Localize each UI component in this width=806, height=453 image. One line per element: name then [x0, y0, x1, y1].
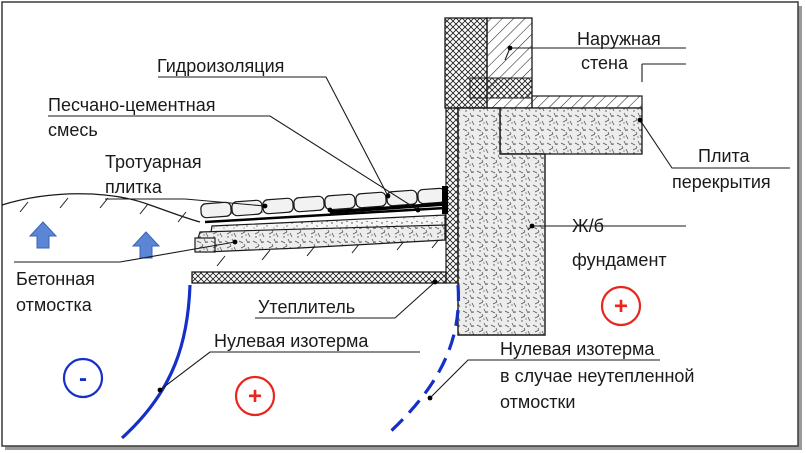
label-blind-area-line1: Бетонная — [16, 269, 95, 289]
ground-hatch-left — [19, 197, 187, 223]
label-waterproofing: Гидроизоляция — [157, 56, 284, 76]
leader-dots — [157, 45, 643, 401]
label-outer-wall-line2: стена — [581, 53, 629, 73]
label-isotherm-uninsulated-line1: Нулевая изотерма — [500, 339, 655, 359]
up-arrow-icon — [28, 221, 58, 249]
label-sand-cement-line2: смесь — [48, 120, 98, 140]
ground-surface-left — [1, 193, 201, 223]
zero-isotherm-curve — [120, 284, 192, 440]
floor-screed — [531, 95, 643, 109]
label-paving-line1: Тротуарная — [105, 152, 202, 172]
label-insulation: Утеплитель — [258, 297, 355, 317]
insulation-board — [191, 271, 447, 284]
plus-sign-text: + — [614, 293, 628, 320]
waterproofing-upturn — [442, 186, 448, 214]
label-zero-isotherm: Нулевая изотерма — [214, 331, 369, 351]
label-blind-area-line2: отмостка — [16, 295, 93, 315]
zero-isotherm-uninsulated-curve — [388, 284, 461, 434]
plus-sign-text: + — [248, 383, 262, 410]
curb-stone — [194, 237, 216, 253]
label-slab-line2: перекрытия — [672, 172, 771, 192]
label-isotherm-uninsulated-line2: в случае неутепленной — [500, 366, 694, 386]
plus-temperature-sign-left: + — [234, 375, 276, 417]
label-foundation-line2: фундамент — [572, 250, 667, 270]
ground-hatch-under — [216, 237, 441, 267]
paving-tiles — [200, 187, 446, 219]
waterproofing-layer-low — [204, 206, 446, 224]
waterproofing-layer — [329, 202, 446, 214]
wall-lintel — [469, 77, 533, 99]
label-paving-line2: плитка — [105, 177, 163, 197]
plus-temperature-sign-right: + — [600, 285, 642, 327]
label-slab-line1: Плита — [698, 146, 751, 166]
leader-lines — [14, 47, 790, 399]
label-foundation-line1: Ж/б — [572, 216, 604, 236]
rc-foundation — [457, 107, 546, 336]
minus-temperature-sign: - — [62, 357, 104, 399]
minus-sign-text: - — [79, 365, 87, 392]
label-sand-cement-line1: Песчано-цементная — [48, 95, 215, 115]
label-isotherm-uninsulated-line3: отмостки — [500, 392, 575, 412]
floor-slab — [499, 107, 643, 155]
label-outer-wall-line1: Наружная — [577, 29, 661, 49]
